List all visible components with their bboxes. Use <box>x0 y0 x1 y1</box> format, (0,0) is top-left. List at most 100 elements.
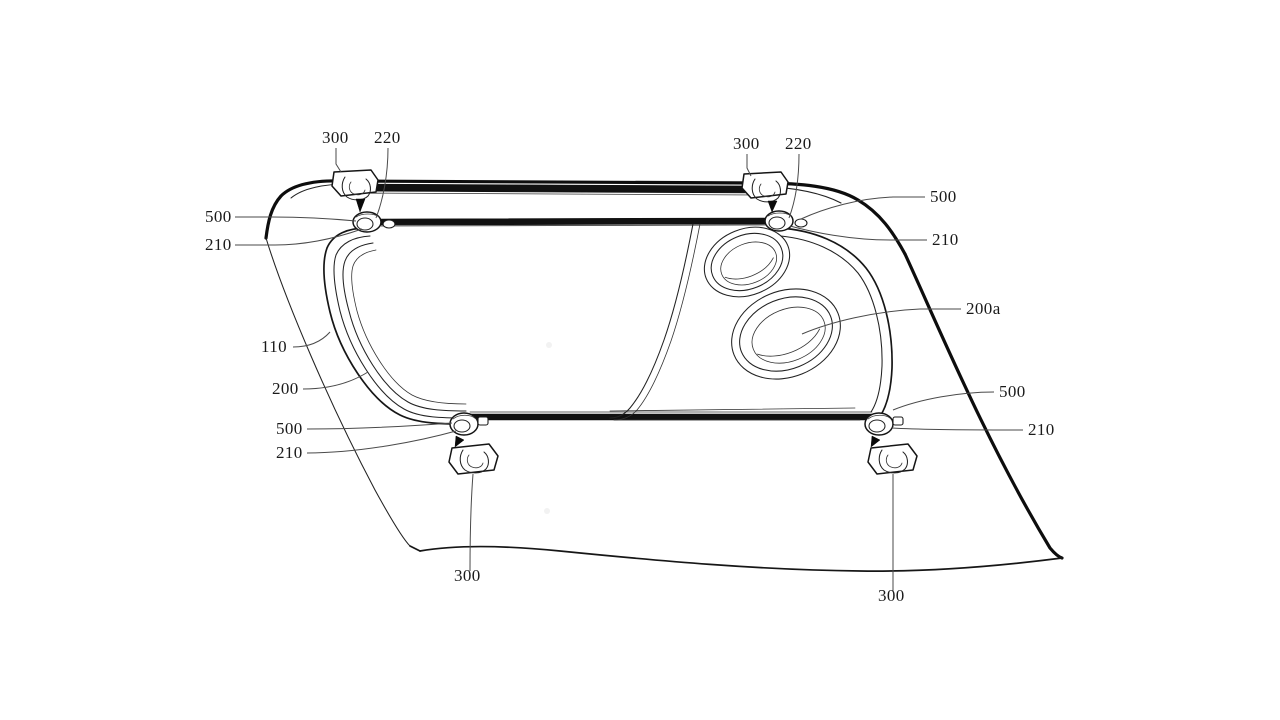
aperture-openings-group <box>703 226 841 380</box>
inner-frame-left-hair <box>351 249 467 405</box>
retaining-clips-group <box>331 169 918 475</box>
leader-left-210-lower <box>306 430 457 454</box>
leader-left-500-lower <box>306 422 453 430</box>
leader-right-210-lower <box>891 427 1024 431</box>
label-bottom-right-300: 300 <box>878 586 905 605</box>
leader-left-500-upper <box>235 216 357 222</box>
inner-frame-lower-rail <box>469 413 873 421</box>
leader-top-right-220 <box>788 153 800 219</box>
label-left-500-upper: 500 <box>205 207 232 226</box>
leader-top-right-300 <box>746 154 752 177</box>
opening-lower-inner-ring <box>751 306 826 364</box>
clip-top-left <box>331 169 379 213</box>
opening-lower-mid-ring <box>739 296 833 372</box>
leader-right-500-upper <box>800 196 925 220</box>
inner-frame-left-mid <box>333 235 467 419</box>
aperture-bottom-run-upper <box>609 407 856 412</box>
grommets-group <box>352 210 904 436</box>
label-top-left-220: 220 <box>374 128 401 147</box>
clip-bottom-left-assembly-arrow <box>454 435 465 448</box>
label-left-210-lower: 210 <box>276 443 303 462</box>
label-top-right-300: 300 <box>733 134 760 153</box>
opening-lower <box>731 288 841 380</box>
leader-lines-group <box>235 147 1024 593</box>
inner-frame-left-inner <box>342 242 467 412</box>
inner-frame-200 <box>323 217 893 425</box>
label-right-210-lower: 210 <box>1028 420 1055 439</box>
leader-left-200 <box>302 371 369 390</box>
hood-top-left-corner-edge <box>264 179 347 240</box>
label-right-200a: 200a <box>966 299 1001 318</box>
clip-bottom-left-hook-inner <box>466 454 484 469</box>
leader-right-500-lower <box>892 391 995 411</box>
grommet-top-left-body <box>352 211 382 233</box>
clip-top-right-hook <box>751 178 781 203</box>
grommet-bottom-left <box>449 412 489 436</box>
inner-frame-upper-rail <box>380 217 773 226</box>
leader-right-200a <box>801 308 961 335</box>
opening-upper-mid-ring <box>710 232 784 292</box>
scan-speck-upper <box>546 342 552 348</box>
label-left-500-lower: 500 <box>276 419 303 438</box>
leader-left-210-upper <box>235 228 363 246</box>
clip-bottom-left <box>448 435 499 475</box>
opening-lower-outer-ring <box>731 288 841 380</box>
leader-top-left-300 <box>335 148 342 173</box>
boss-220-top-right <box>794 218 808 228</box>
grommet-top-right-body <box>764 210 794 232</box>
leader-left-110 <box>292 331 331 348</box>
leader-top-left-220 <box>375 147 389 219</box>
inner-frame-right-inner <box>780 235 883 413</box>
boss-220-top-left <box>382 219 396 229</box>
grommet-bottom-right <box>864 412 904 436</box>
leader-bottom-left-300 <box>469 473 474 572</box>
grommet-bottom-right-bore <box>868 419 886 433</box>
label-right-500-lower: 500 <box>999 382 1026 401</box>
grommet-top-left-bore <box>356 217 374 231</box>
grommet-bottom-left-bore <box>453 419 471 433</box>
opening-upper-outer-ring <box>703 226 791 298</box>
clip-bottom-right-hook-inner <box>885 454 903 469</box>
aperture-divider-left-shadow <box>613 223 701 421</box>
clip-top-right <box>741 171 789 213</box>
opening-upper-highlight <box>724 257 774 280</box>
opening-upper-inner-ring <box>720 241 777 286</box>
grommet-bottom-right-crown <box>867 414 892 420</box>
clip-bottom-left-hook <box>459 449 489 474</box>
grommet-bottom-left-crown <box>452 414 477 420</box>
clip-top-left-hook-inner <box>348 181 366 196</box>
grommet-top-left <box>352 211 396 233</box>
hood-top-edge <box>343 179 758 185</box>
clip-top-left-plate <box>331 169 379 197</box>
label-right-500-upper: 500 <box>930 187 957 206</box>
clip-bottom-right-plate <box>867 443 918 475</box>
boss-bottom-right <box>892 416 904 426</box>
grommet-top-right <box>764 210 808 232</box>
label-right-210-upper: 210 <box>932 230 959 249</box>
opening-lower-highlight <box>757 328 820 357</box>
boss-bottom-left <box>477 416 489 426</box>
clip-top-right-plate <box>741 171 789 199</box>
opening-upper <box>703 226 791 298</box>
top-flange-rail-underline <box>347 192 758 196</box>
clip-bottom-left-plate <box>448 443 499 475</box>
clip-bottom-right-hook <box>878 449 908 474</box>
hood-bottom-edge <box>419 545 1063 572</box>
label-bottom-left-300: 300 <box>454 566 481 585</box>
label-top-right-220: 220 <box>785 134 812 153</box>
leader-right-210-upper <box>789 225 927 241</box>
clip-bottom-right-assembly-arrow <box>870 435 881 448</box>
hood-left-edge <box>265 237 411 547</box>
label-left-200: 200 <box>272 379 299 398</box>
label-top-left-300: 300 <box>322 128 349 147</box>
clip-top-right-hook-inner <box>758 183 776 198</box>
clip-bottom-right <box>867 435 918 475</box>
grommet-top-right-bore <box>768 216 786 230</box>
scan-speck-lower <box>544 508 550 514</box>
top-flange-rail-band <box>347 183 758 194</box>
inner-panel-aperture-200a <box>609 223 861 421</box>
inner-frame-right-outer <box>778 227 893 419</box>
aperture-divider-left <box>609 223 694 419</box>
